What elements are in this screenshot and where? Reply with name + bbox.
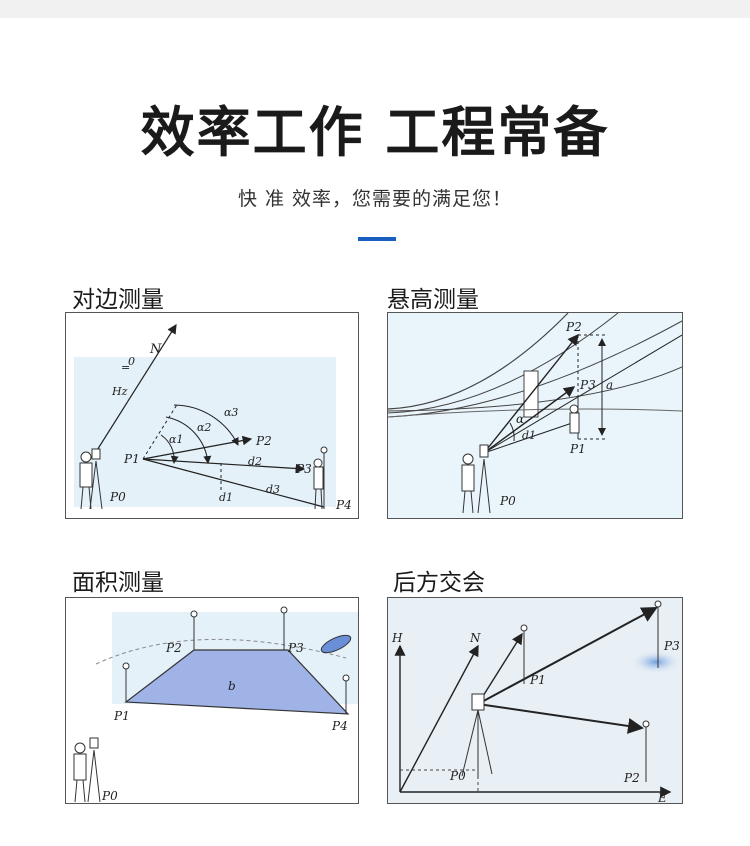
svg-text:α2: α2 (197, 421, 211, 434)
svg-text:P4: P4 (331, 719, 348, 733)
svg-text:P1: P1 (123, 452, 140, 466)
offset-measurement-diagram: N 0 = Hz α1 α2 α3 P1 P2 P3 P4 d2 d1 d3 P… (74, 323, 352, 512)
svg-text:α3: α3 (224, 406, 238, 419)
svg-text:P0: P0 (499, 494, 516, 508)
svg-text:P3: P3 (295, 462, 312, 476)
height-measurement-diagram: P2 P3 a α d1 P1 P0 (388, 313, 682, 518)
svg-text:P2: P2 (165, 641, 182, 655)
prism-pole-p1-icon (569, 397, 580, 439)
top-bar (0, 0, 750, 18)
svg-text:0: 0 (128, 355, 135, 368)
svg-text:α1: α1 (169, 433, 183, 446)
svg-text:H: H (391, 631, 403, 645)
page-subtitle: 快 准 效率，您需要的满足您！ (237, 188, 513, 210)
svg-text:P3: P3 (663, 639, 680, 653)
accent-underline (358, 237, 396, 241)
svg-text:P3: P3 (287, 641, 304, 655)
svg-text:P1: P1 (113, 709, 130, 723)
svg-text:d3: d3 (266, 483, 280, 496)
prism-pole-p3-icon (313, 446, 328, 510)
panel-title-height-measurement: 悬高测量 (387, 287, 479, 313)
surveyor-figure-icon (79, 448, 103, 510)
svg-text:P3: P3 (579, 378, 596, 392)
svg-text:P0: P0 (449, 769, 466, 783)
area-measurement-diagram: b P2 P3 P1 P4 P0 (73, 606, 358, 803)
page-title: 效率工作 工程常备 (140, 101, 610, 164)
svg-text:P2: P2 (623, 771, 640, 785)
panel-offset-measurement: N 0 = Hz α1 α2 α3 P1 P2 P3 P4 d2 d1 d3 P… (65, 312, 359, 519)
svg-text:Hz: Hz (111, 385, 128, 398)
svg-text:a: a (606, 378, 613, 392)
svg-text:d1: d1 (522, 429, 536, 442)
svg-text:P1: P1 (569, 442, 586, 456)
total-station-icon (461, 693, 493, 778)
measured-area-polygon (124, 649, 350, 715)
surveyor-figure-icon (461, 444, 491, 514)
svg-text:P0: P0 (109, 490, 126, 504)
satellite-icon (320, 634, 352, 654)
svg-text:P1: P1 (529, 673, 546, 687)
panel-title-offset-measurement: 对边测量 (72, 287, 164, 313)
svg-text:N: N (149, 342, 162, 357)
svg-text:P2: P2 (255, 434, 272, 448)
target-pole-icons (520, 600, 662, 782)
panel-height-measurement: P2 P3 a α d1 P1 P0 (387, 312, 683, 519)
panel-resection: H N E P1 P3 P2 P0 (387, 597, 683, 804)
panel-title-area-measurement: 面积测量 (72, 570, 164, 596)
svg-text:d2: d2 (248, 455, 262, 468)
svg-text:N: N (469, 631, 481, 645)
svg-text:=: = (121, 361, 130, 374)
svg-text:P4: P4 (335, 498, 352, 512)
svg-text:P2: P2 (565, 320, 582, 334)
panel-area-measurement: b P2 P3 P1 P4 P0 (65, 597, 359, 804)
panel-title-resection: 后方交会 (393, 570, 485, 596)
svg-text:b: b (228, 679, 236, 693)
resection-diagram: H N E P1 P3 P2 P0 (388, 598, 682, 803)
svg-text:α: α (516, 412, 524, 426)
svg-text:E: E (657, 791, 667, 803)
surveyor-figure-icon (73, 737, 101, 803)
svg-text:d1: d1 (219, 491, 233, 504)
prism-pole-icons (122, 606, 350, 714)
svg-text:P0: P0 (101, 789, 118, 803)
